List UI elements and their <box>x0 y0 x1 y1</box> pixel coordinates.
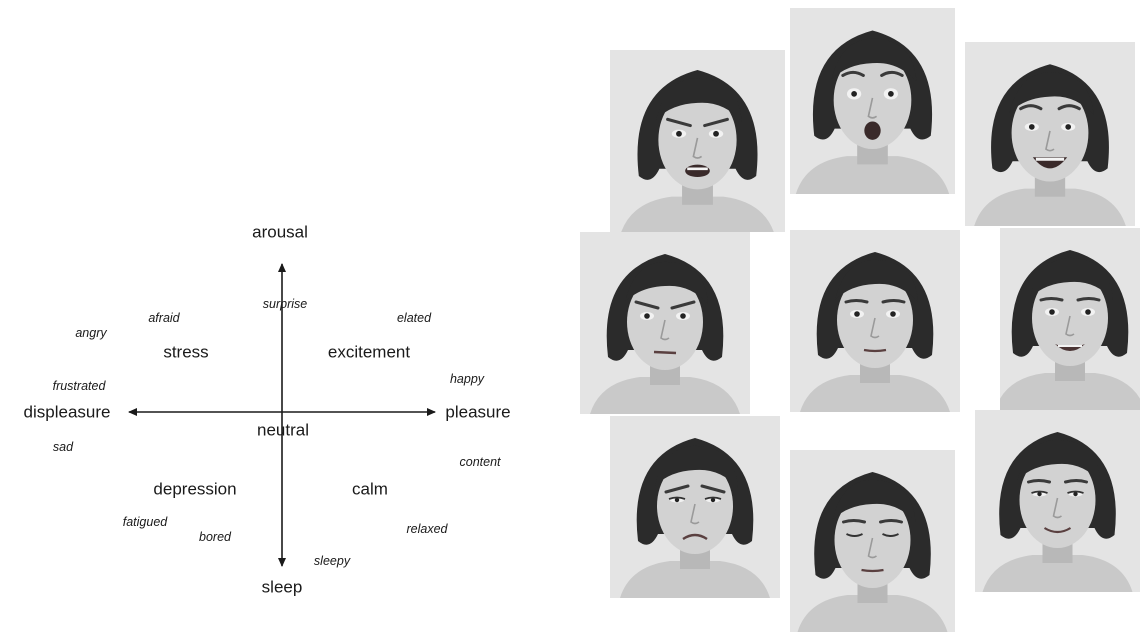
quadrant-excitement: excitement <box>328 344 410 361</box>
emotion-elated: elated <box>397 312 431 325</box>
face-photo <box>580 232 750 414</box>
quadrant-stress: stress <box>163 344 208 361</box>
pole-sleep: sleep <box>262 579 303 596</box>
face-portrait <box>610 50 785 232</box>
emotion-sleepy: sleepy <box>314 555 350 568</box>
center-neutral: neutral <box>257 422 309 439</box>
face-portrait <box>580 232 750 414</box>
emotion-surprise: surprise <box>263 298 307 311</box>
emotion-fatigued: fatigued <box>123 516 167 529</box>
face-photo <box>975 410 1140 592</box>
circumplex-diagram: arousal sleep displeasure pleasure neutr… <box>0 0 570 634</box>
emotion-content: content <box>459 456 500 469</box>
emotion-relaxed: relaxed <box>407 523 448 536</box>
emotion-bored: bored <box>199 531 231 544</box>
face-photo <box>965 42 1135 226</box>
face-portrait <box>1000 228 1140 410</box>
face-photo <box>790 450 955 632</box>
face-portrait <box>790 8 955 194</box>
facial-expression-photo-grid <box>575 0 1140 634</box>
axes <box>0 0 570 634</box>
emotion-angry: angry <box>75 327 106 340</box>
face-photo <box>610 416 780 598</box>
face-portrait <box>790 230 960 412</box>
pole-pleasure: pleasure <box>445 404 510 421</box>
face-portrait <box>965 42 1135 226</box>
emotion-happy: happy <box>450 373 484 386</box>
face-photo <box>790 230 960 412</box>
face-portrait <box>790 450 955 632</box>
emotion-frustrated: frustrated <box>53 380 106 393</box>
quadrant-depression: depression <box>153 481 236 498</box>
face-portrait <box>610 416 780 598</box>
face-photo <box>790 8 955 194</box>
quadrant-calm: calm <box>352 481 388 498</box>
emotion-sad: sad <box>53 441 73 454</box>
emotion-afraid: afraid <box>148 312 179 325</box>
face-photo <box>1000 228 1140 410</box>
pole-displeasure: displeasure <box>24 404 111 421</box>
face-photo <box>610 50 785 232</box>
pole-arousal: arousal <box>252 224 308 241</box>
face-portrait <box>975 410 1140 592</box>
